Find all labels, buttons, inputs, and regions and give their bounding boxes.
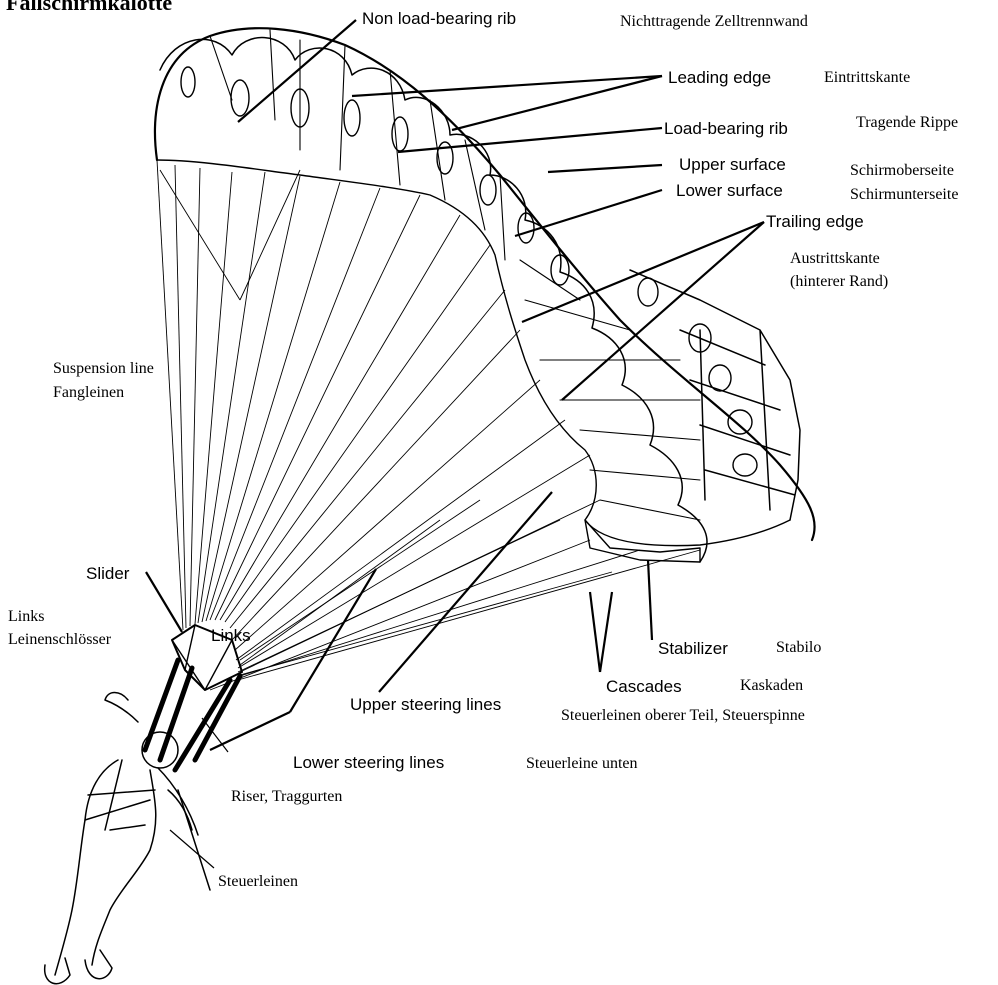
leader-non-load-bearing-rib: [238, 20, 356, 122]
leader-lines: [146, 20, 764, 868]
label-cascades-de: Kaskaden: [740, 677, 803, 694]
leader-leading-edge-2: [452, 76, 662, 130]
label-leading-edge: Leading edge: [668, 68, 771, 87]
diagram-title: Fallschirmkalotte: [6, 0, 172, 15]
label-lower-steering-lines: Lower steering lines: [293, 753, 444, 772]
label-links-de: Leinenschlösser: [8, 631, 112, 648]
canopy-ribs: [210, 30, 700, 520]
canopy-lower-surface: [157, 160, 790, 546]
suspension-lines: [157, 160, 700, 690]
label-lower-surface-de: Schirmunterseite: [850, 186, 958, 203]
leader-upper-surface: [548, 165, 662, 172]
label-links-left: Links: [8, 608, 44, 625]
labels: Non load-bearing rib Nichttragende Zellt…: [8, 9, 958, 890]
label-slider: Slider: [86, 564, 130, 583]
leader-trailing-edge-2: [562, 222, 764, 400]
label-trailing-edge-de-2: (hinterer Rand): [790, 273, 888, 290]
stabilizer-panel: [585, 520, 700, 562]
leader-upper-steering-lines: [379, 492, 552, 692]
label-non-load-bearing-rib-de: Nichttragende Zelltrennwand: [620, 13, 808, 30]
label-non-load-bearing-rib: Non load-bearing rib: [362, 9, 516, 28]
leader-trailing-edge-1: [522, 222, 764, 322]
label-links: Links: [211, 626, 251, 645]
label-riser-de: Riser, Traggurten: [231, 788, 342, 805]
label-upper-surface: Upper surface: [679, 155, 786, 174]
slider-and-harness: [45, 625, 242, 984]
label-leading-edge-de: Eintrittskante: [824, 69, 910, 86]
jumper-figure: [45, 693, 210, 984]
label-cascades: Cascades: [606, 677, 682, 696]
leader-cascades-2: [600, 592, 612, 672]
label-trailing-edge-de-1: Austrittskante: [790, 250, 880, 267]
label-upper-steering-lines: Upper steering lines: [350, 695, 501, 714]
label-trailing-edge: Trailing edge: [766, 212, 864, 231]
leader-load-bearing-rib: [398, 128, 662, 152]
leader-leading-edge-1: [352, 76, 662, 96]
leader-stabilizer: [648, 560, 652, 640]
label-suspension-line: Suspension line: [53, 360, 154, 377]
label-stabilizer-de: Stabilo: [776, 639, 821, 656]
leader-cascades-1: [590, 592, 600, 672]
label-steering-lines-de: Steuerleinen: [218, 873, 298, 890]
label-stabilizer: Stabilizer: [658, 639, 728, 658]
label-lower-steering-lines-de: Steuerleine unten: [526, 755, 638, 772]
front-cells: [630, 270, 800, 520]
label-upper-steering-lines-de: Steuerleinen oberer Teil, Steuerspinne: [561, 707, 805, 724]
label-lower-surface: Lower surface: [676, 181, 783, 200]
label-upper-surface-de: Schirmoberseite: [850, 162, 954, 179]
leader-slider: [146, 572, 182, 632]
label-suspension-line-de: Fangleinen: [53, 384, 124, 401]
leader-lower-surface: [515, 190, 662, 236]
label-load-bearing-rib-de: Tragende Rippe: [856, 114, 958, 131]
label-load-bearing-rib: Load-bearing rib: [664, 119, 788, 138]
